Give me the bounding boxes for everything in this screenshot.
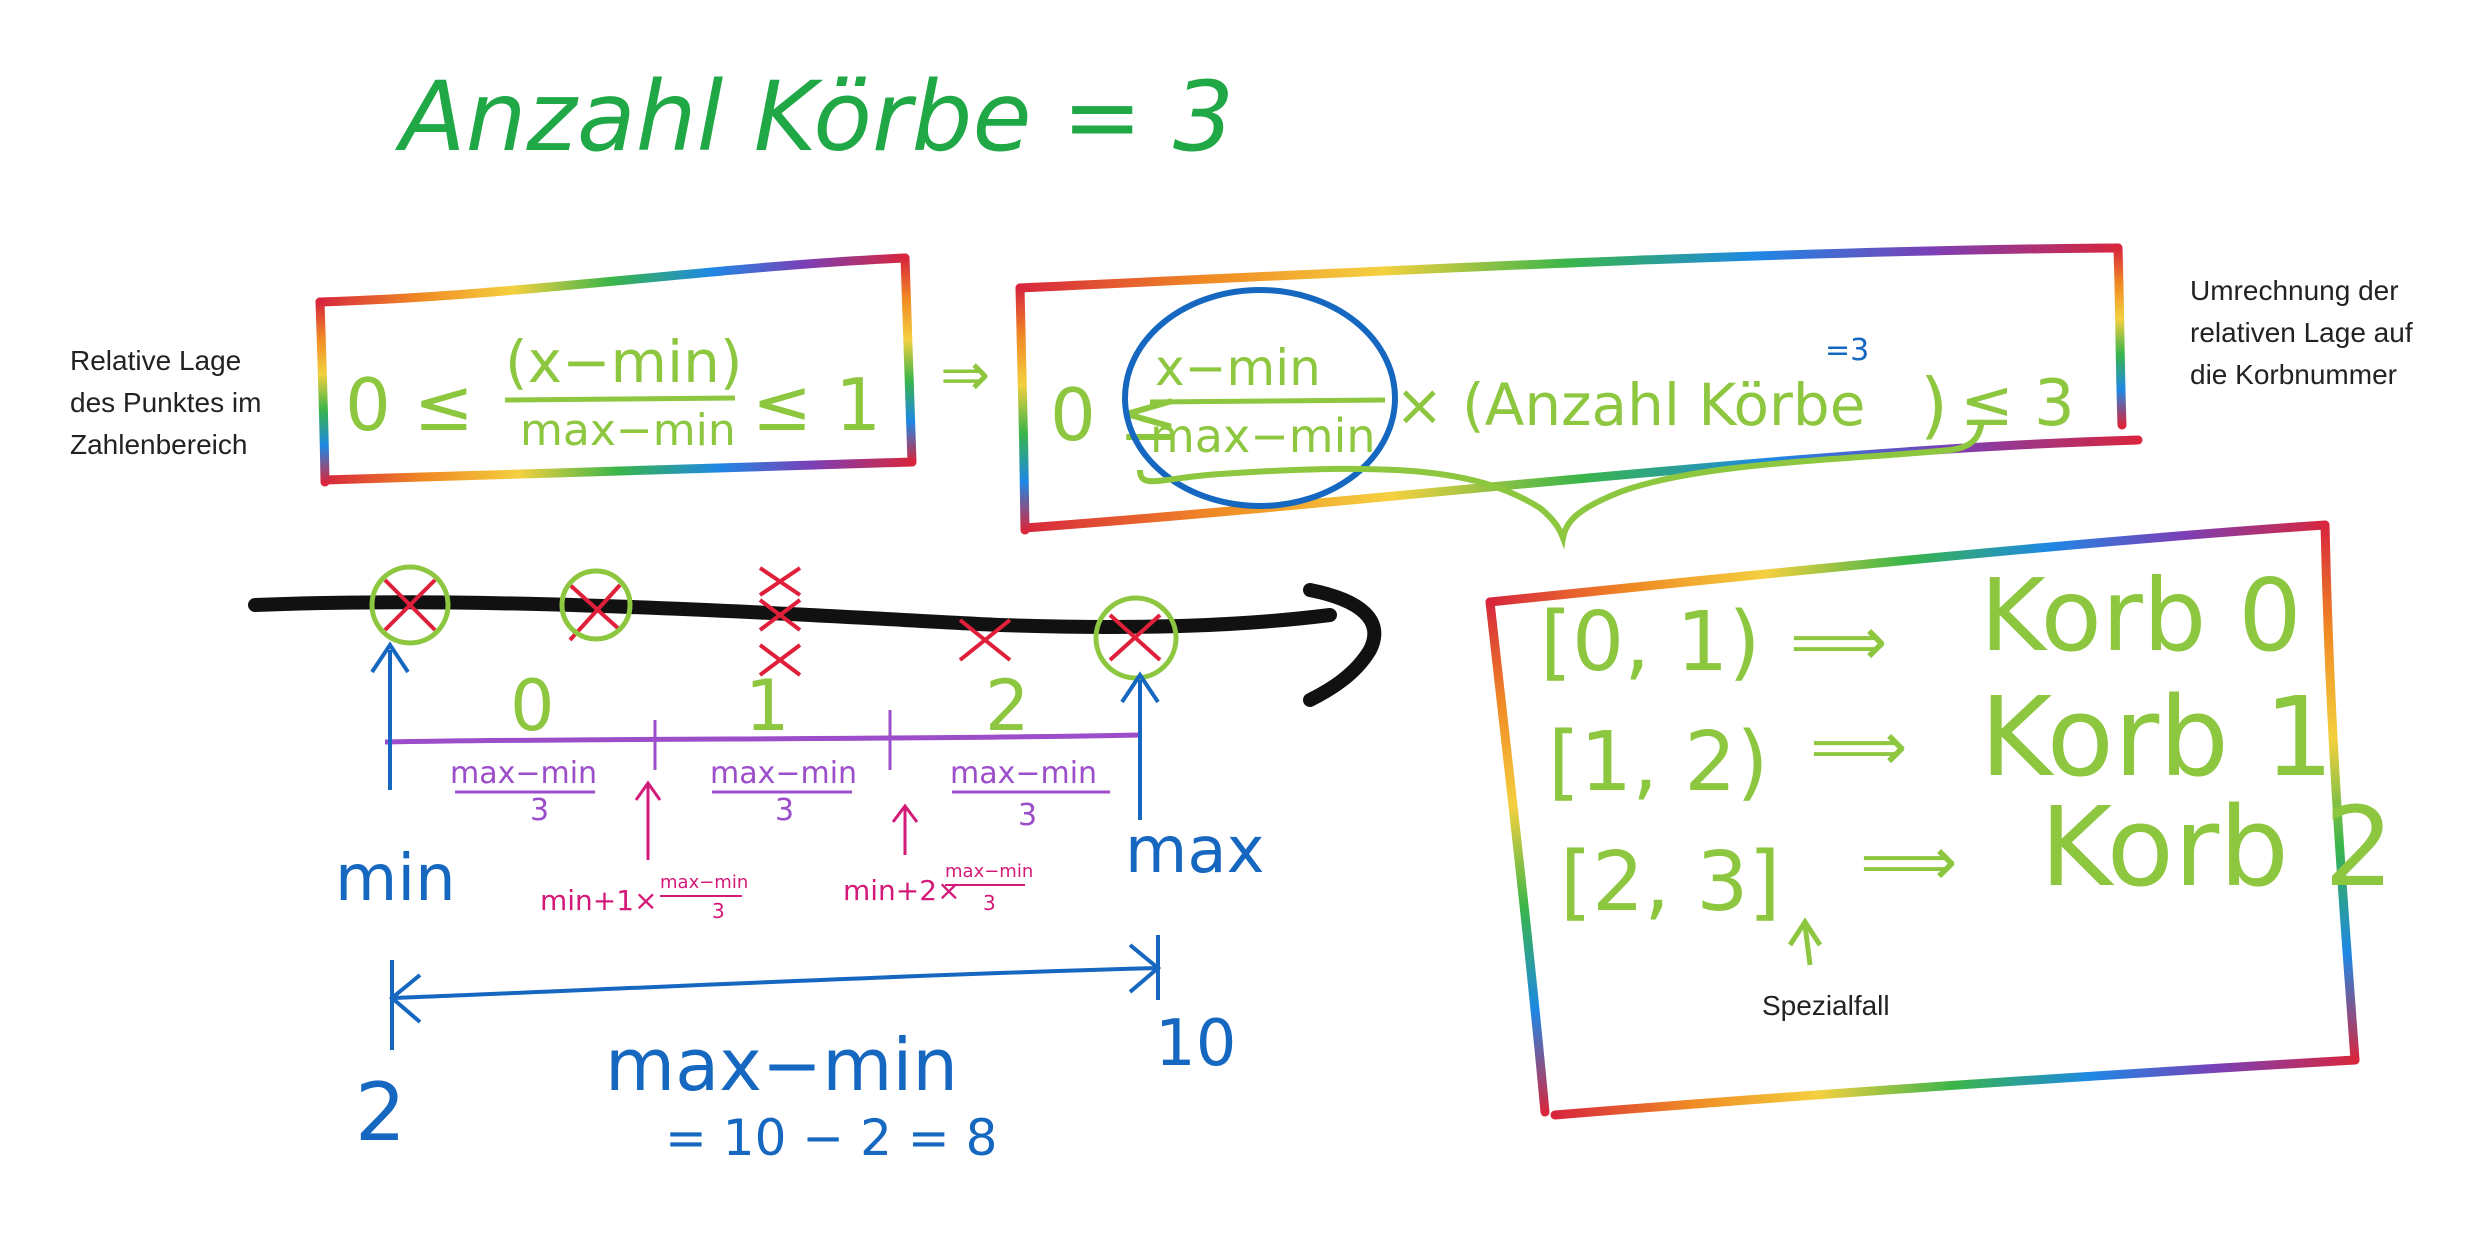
point-mark [758,598,802,632]
formula2-close-paren: ) [1920,363,1948,447]
implies-arrow: ⇒ [940,340,990,410]
range-max-value: 10 [1155,1007,1236,1081]
boundary2-label: min+2× [843,874,961,907]
special-case-arrow [1802,924,1813,966]
note-left-line-3: Zahlenbereich [70,429,248,460]
point-mark [568,583,622,642]
segment-fraction-den-1: 3 [775,793,794,828]
formula2-denominator: max−min [1150,409,1376,463]
title: Anzahl Körbe = 3 [394,61,1234,173]
formula2-numerator: x−min [1155,339,1321,397]
segment-number-1: 1 [745,665,790,747]
range-label: max−min [605,1023,958,1107]
segment-fraction-num-2: max−min [950,756,1097,791]
basket-label-1: Korb 1 [1980,673,2334,801]
note-special-case: Spezialfall [1762,985,1890,1027]
formula1-numerator: (x−min) [505,328,743,396]
range-calculation: = 10 − 2 = 8 [665,1109,997,1167]
formula2-equals-three: =3 [1825,333,1869,368]
point-mark [383,578,437,632]
formula1: 0 ≤ (x−min) max−min ≤ 1 [345,328,881,456]
max-arrowhead [1120,671,1160,704]
basket-interval-0: [0, 1) [1540,595,1760,690]
formula1-denominator: max−min [520,405,736,456]
formula2-frame [1015,243,2143,535]
mapping-brace [1137,419,1985,550]
basket-row-2: [2, 3] ⟹ Korb 2 [1560,783,2394,930]
formula1-fraction-bar [504,395,736,403]
segment-number-2: 2 [985,665,1030,747]
min-label: min [335,842,456,916]
segment-number-0: 0 [510,665,555,747]
note-left-line-1: Relative Lage [70,345,242,376]
formula1-frame [315,253,917,487]
number-line: 0 1 2 max−min 3 max−min 3 max−min 3 min+… [248,564,1382,923]
point-mark [758,643,802,677]
boundary1-fraction-num: max−min [660,872,748,893]
formula2: 0 ≤ x−min max−min × (Anzahl Körbe =3 ) ≤… [1050,287,2075,550]
boundary1-label: min+1× [540,884,658,917]
basket-interval-2: [2, 3] [1560,835,1780,930]
point-mark [1108,613,1162,662]
boundary2-arrowhead [891,803,919,823]
boundary2-fraction-den: 3 [983,891,996,915]
baskets-frame [1485,520,2360,1120]
basket-label-2: Korb 2 [2040,783,2394,911]
basket-label-0: Korb 0 [1980,557,2302,674]
formula2-prefix: 0 ≤ [1050,373,1179,457]
range-arrow-line [391,966,1159,1000]
note-right-line-2: relativen Lage auf [2190,317,2413,348]
point-highlight [369,564,451,646]
basket-rows: [0, 1) ⟹ Korb 0 [1, 2) ⟹ Korb 1 [2, 3] ⟹… [1540,557,2394,966]
segment-fraction-den-0: 3 [530,793,549,828]
formula2-times-baskets: × (Anzahl Körbe [1395,371,1865,439]
note-right-line-1: Umrechnung der [2190,275,2399,306]
basket-interval-1: [1, 2) [1548,715,1768,810]
point-highlight [559,568,633,642]
formula1-prefix: 0 ≤ [345,363,474,447]
basket-row-1: [1, 2) ⟹ Korb 1 [1548,673,2334,810]
range-min-value: 2 [355,1066,406,1159]
segment-fraction-num-0: max−min [450,756,597,791]
special-case-arrowhead [1787,917,1823,947]
boundary1-arrowhead [634,780,662,801]
boundary1-fraction-den: 3 [712,899,725,923]
formula1-suffix: ≤ 1 [752,363,881,447]
max-label: max [1125,814,1264,888]
special-case-label: Spezialfall [1762,990,1890,1021]
axis-arrowhead [1303,583,1382,707]
basket-arrow-1: ⟹ [1810,708,1907,787]
relative-position-circle [1122,287,1398,509]
axis-line [248,595,1337,634]
formula2-fraction-bar [1149,397,1386,405]
range: 2 10 max−min = 10 − 2 = 8 [355,935,1236,1167]
note-left-line-2: des Punktes im [70,387,262,418]
min-arrowhead [370,641,410,674]
note-right-line-3: die Korbnummer [2190,359,2397,390]
segment-fraction-den-2: 3 [1018,798,1037,833]
note-relative-position: Relative Lage des Punktes im Zahlenberei… [70,340,261,466]
point-mark [758,566,802,597]
note-conversion: Umrechnung der relativen Lage auf die Ko… [2190,270,2413,396]
point-mark [958,618,1012,662]
segment-bar [384,732,1141,745]
segment-fraction-num-1: max−min [710,756,857,791]
basket-row-0: [0, 1) ⟹ Korb 0 [1540,557,2302,690]
basket-arrow-0: ⟹ [1790,603,1887,682]
boundary2-fraction-num: max−min [945,861,1033,882]
basket-arrow-2: ⟹ [1860,823,1957,902]
